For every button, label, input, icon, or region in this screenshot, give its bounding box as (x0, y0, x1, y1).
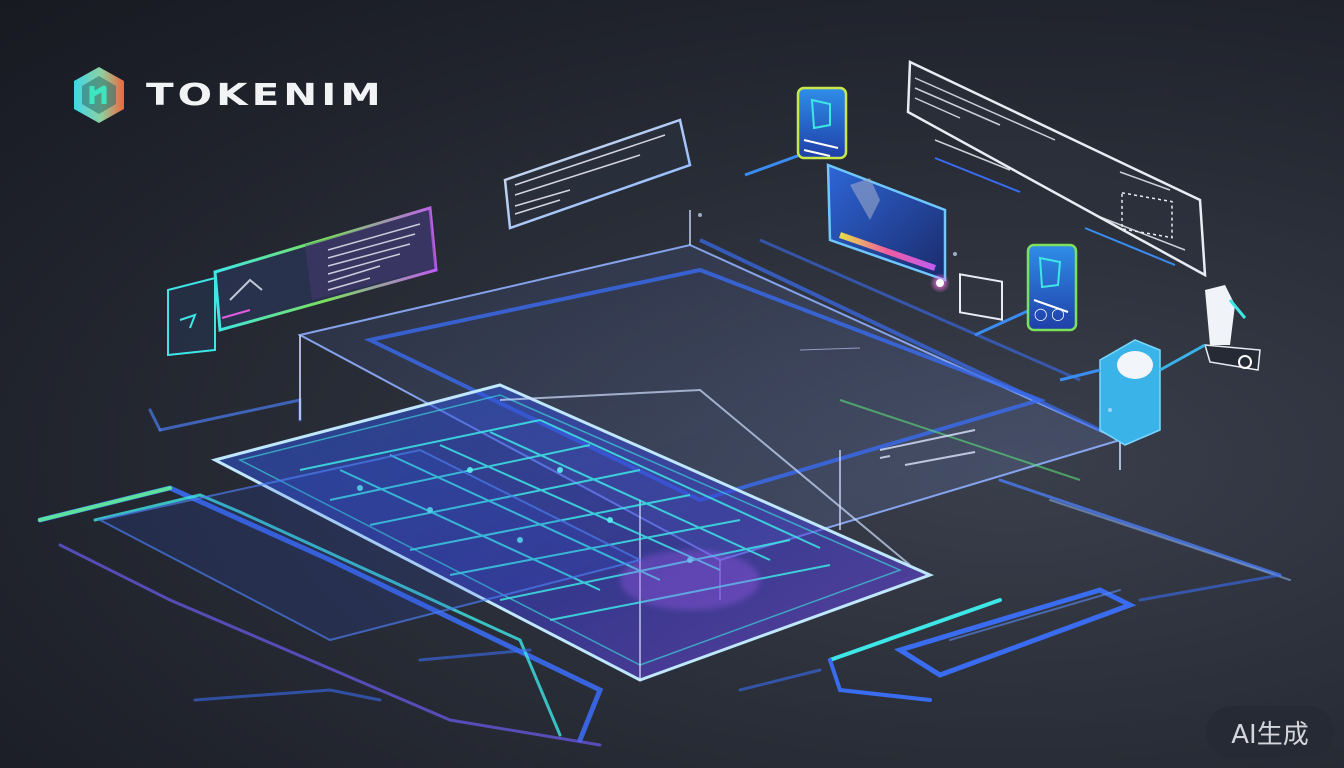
wide-info-panel (906, 60, 1207, 321)
robot-figure (1059, 285, 1261, 446)
floating-media-card-left (167, 276, 216, 357)
svg-text:◯ ◯: ◯ ◯ (1034, 307, 1065, 321)
glass-box-text-lines (879, 429, 976, 466)
floating-video-card (826, 163, 950, 293)
hexagon-logo-icon (74, 67, 124, 123)
app-tile-top (744, 86, 848, 177)
glass-underlay-left (97, 448, 643, 642)
brand-logo: TOKENIM (68, 64, 381, 126)
brand-wordmark: TOKENIM (146, 77, 385, 113)
circuit-traces-right (738, 478, 1291, 702)
app-tile-right: ◯ ◯ (974, 243, 1078, 337)
ai-generated-badge: AI生成 (1206, 706, 1334, 758)
floating-text-card-left (213, 206, 438, 332)
floating-text-card-center (503, 118, 692, 230)
main-holographic-panel (210, 383, 935, 682)
